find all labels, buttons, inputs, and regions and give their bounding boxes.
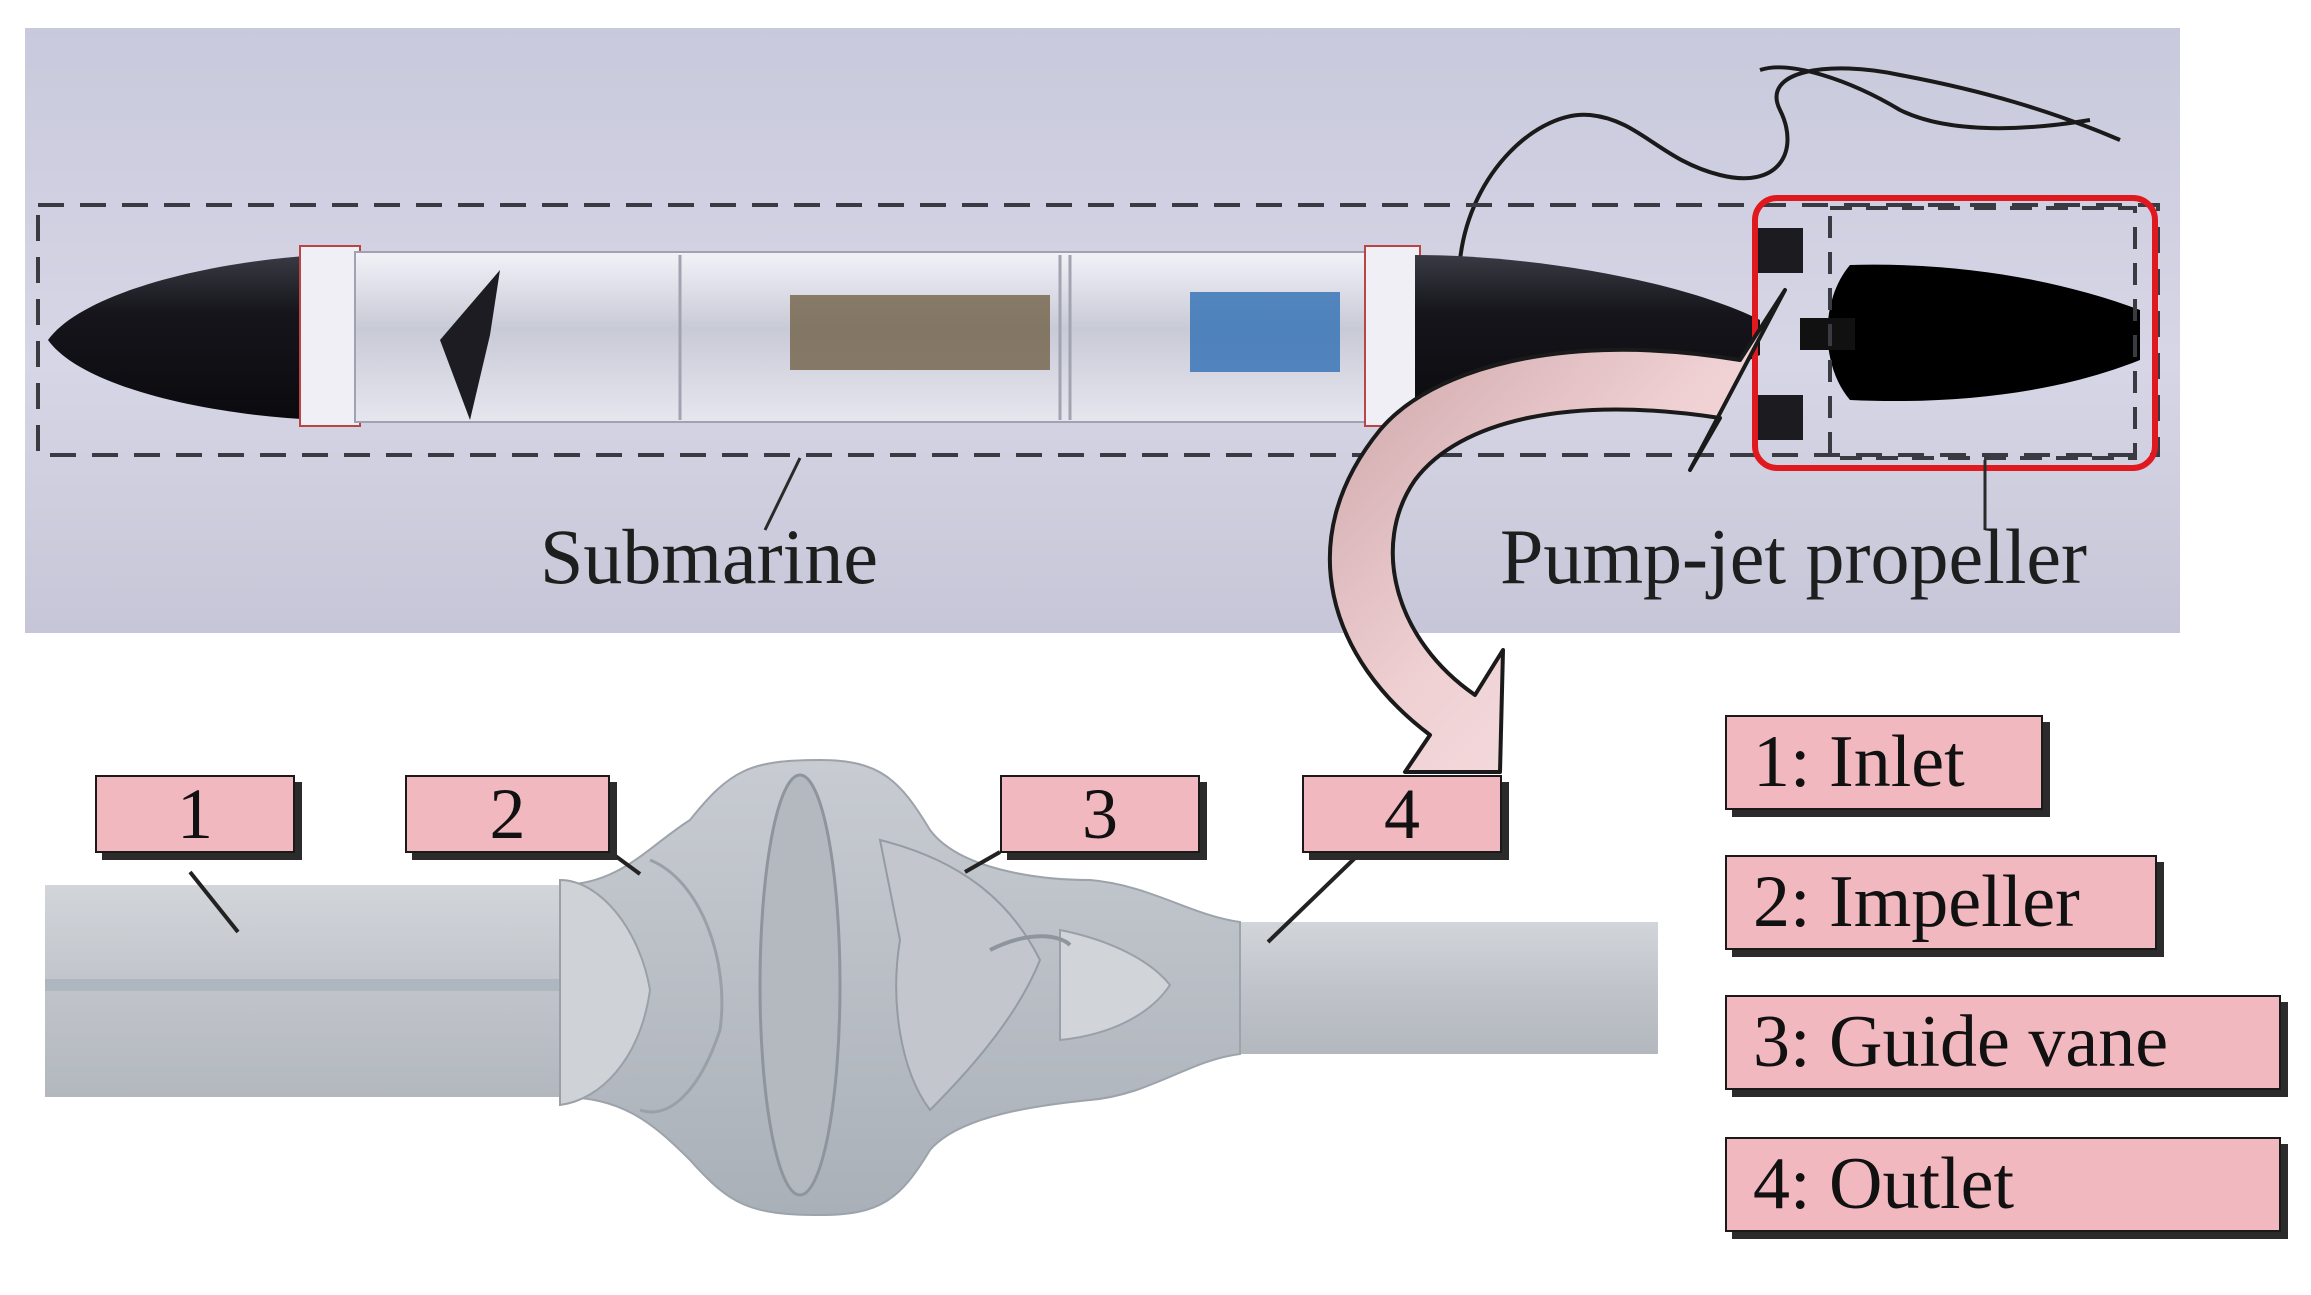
hull-electronics (790, 295, 1050, 370)
legend-item-inlet: 1: Inlet (1725, 715, 2043, 810)
curved-arrow (1327, 288, 1787, 774)
cable (1458, 65, 2121, 261)
guide-vane (878, 838, 1042, 1112)
pump-jet-propeller-label: Pump-jet propeller (1500, 513, 2088, 600)
submarine-model (48, 228, 2140, 440)
propeller-hub (1827, 264, 2140, 402)
callout-tag-1: 1 (95, 774, 295, 854)
hull-battery (1190, 292, 1340, 372)
bow-collar (299, 245, 361, 427)
stern-collar (1364, 245, 1421, 427)
legend-item-impeller: 2: Impeller (1725, 855, 2157, 950)
propeller-fin-top (1755, 228, 1803, 273)
callout-tag-3: 3 (1000, 774, 1200, 854)
callout-line-4 (1266, 856, 1357, 944)
callout-line-1 (188, 870, 240, 934)
outlet-pipe (1230, 922, 1658, 1054)
impeller-blade (559, 878, 652, 1107)
impeller-ring (758, 773, 842, 1197)
propeller-dashed-outline (1828, 206, 2137, 460)
bow-cap (48, 255, 320, 420)
callout-tag-4: 4 (1302, 774, 1502, 854)
legend-item-guide-vane: 3: Guide vane (1725, 995, 2281, 1090)
pump-jet-cad-model (45, 758, 1658, 1217)
callout-tag-2: 2 (405, 774, 610, 854)
submarine-label: Submarine (540, 513, 878, 600)
callout-line-2 (608, 850, 642, 876)
legend-item-outlet: 4: Outlet (1725, 1137, 2281, 1232)
hub-cone (1059, 928, 1172, 1042)
inner-fin (440, 270, 500, 420)
submarine-leader (763, 457, 802, 531)
callout-line-3 (964, 850, 1001, 874)
propeller-fin-bottom (1755, 395, 1803, 440)
